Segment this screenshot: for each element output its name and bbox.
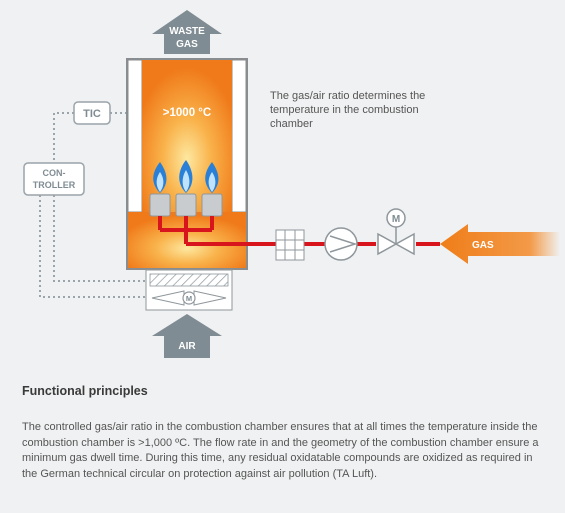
description-paragraph: The controlled gas/air ratio in the comb…: [22, 421, 539, 480]
gas-pipe: [158, 216, 440, 246]
controller-box: CON- TROLLER: [23, 162, 85, 196]
insulation-wall-right: [231, 59, 247, 213]
flame-arrestor: [275, 229, 305, 261]
flame-core: [156, 172, 164, 192]
valve-motor-label: M: [392, 214, 400, 225]
waste-gas-label-line2: GAS: [176, 39, 198, 50]
flame-core: [208, 172, 216, 192]
air-fan-box: M: [145, 269, 233, 311]
valve-motor-icon: [386, 208, 406, 228]
controller-label-line1: CON-: [43, 168, 66, 178]
controller-label-line2: TROLLER: [33, 180, 76, 190]
burner-head: [175, 193, 197, 217]
insulation-wall-left: [127, 59, 143, 213]
gas-inlet-arrow: GAS: [440, 224, 560, 264]
waste-gas-label-line1: WASTE: [169, 26, 205, 37]
air-label: AIR: [178, 341, 196, 352]
motorized-valve: M: [377, 208, 415, 256]
burner-head: [149, 193, 171, 217]
flame-core: [182, 170, 190, 192]
tic-label: TIC: [83, 108, 101, 120]
gas-air-ratio-annotation: The gas/air ratio determines the tempera…: [270, 90, 426, 130]
combustion-chamber: >1000 °C: [126, 58, 248, 270]
fan-motor-label: M: [186, 294, 192, 303]
control-signal-lines: [39, 112, 146, 298]
burner-flames: [153, 160, 219, 193]
waste-gas-arrow: WASTE GAS: [152, 10, 222, 54]
air-damper: [149, 273, 229, 287]
tic-box: TIC: [73, 101, 111, 125]
burner-head: [201, 193, 223, 217]
process-diagram: WASTE GAS >1000 °C: [23, 10, 560, 358]
temperature-label: >1000 °C: [163, 107, 211, 119]
section-heading: Functional principles: [22, 384, 148, 398]
gas-pump: [324, 227, 358, 261]
fan-motor-icon: [182, 291, 196, 305]
burner-heads: [149, 193, 223, 217]
gas-label: GAS: [472, 240, 494, 251]
air-inlet-arrow: AIR: [152, 314, 222, 358]
